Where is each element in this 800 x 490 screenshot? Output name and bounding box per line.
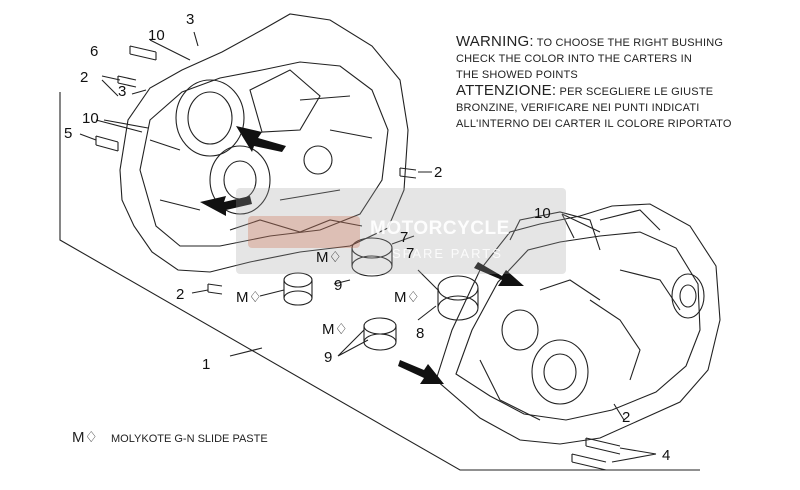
- bushing-7-upper: [351, 237, 393, 277]
- bushing-9-upper: [283, 272, 313, 306]
- warning-line-1: TO CHOOSE THE RIGHT BUSHING: [536, 37, 724, 49]
- bushing-7-lower: [437, 275, 479, 321]
- attenzione-line-3: ALL'INTERNO DEI CARTER IL COLORE RIPORTA…: [456, 118, 732, 130]
- attenzione-line-1: PER SCEGLIERE LE GIUSTE: [559, 86, 714, 98]
- callout-3-top: 3: [186, 11, 195, 28]
- callout-10-left: 10: [82, 110, 99, 127]
- molykote-mark-3: M♢: [394, 289, 420, 306]
- callout-1: 1: [202, 356, 211, 373]
- watermark-logo: [248, 216, 360, 248]
- indicator-arrows: [200, 126, 524, 384]
- bushing-9-lower: [363, 317, 397, 351]
- molykote-mark-1: M♢: [316, 249, 342, 266]
- callout-3-mid: 3: [118, 83, 127, 100]
- left-crankcase-outline: [119, 13, 409, 273]
- stud-4-b: [571, 453, 607, 471]
- attenzione-line-2: BRONZINE, VERIFICARE NEI PUNTI INDICATI: [456, 102, 700, 114]
- right-case-bearing-bore: [531, 339, 589, 405]
- dowel-pin-6: [129, 45, 157, 61]
- assembly-bracket-line: [59, 92, 700, 471]
- callout-2-upper: 2: [80, 69, 89, 86]
- legend-text: MOLYKOTE G-N SLIDE PASTE: [111, 433, 268, 445]
- arrow-2: [200, 196, 252, 216]
- arrow-3: [474, 262, 524, 286]
- warning-note: WARNING: TO CHOOSE THE RIGHT BUSHING CHE…: [456, 34, 786, 132]
- arrow-1: [236, 126, 286, 152]
- callout-9-upper: 9: [334, 277, 343, 294]
- dowel-pin-2-lower: [207, 283, 223, 295]
- callout-10-right: 10: [534, 205, 551, 222]
- warning-line-2: CHECK THE COLOR INTO THE CARTERS IN: [456, 53, 693, 65]
- callout-2-lower: 2: [176, 286, 185, 303]
- callout-4: 4: [662, 447, 671, 464]
- watermark-panel: [236, 188, 566, 274]
- warning-title: WARNING:: [456, 33, 534, 50]
- attenzione-title: ATTENZIONE:: [456, 82, 557, 99]
- watermark-subtitle: SPARE PARTS: [392, 246, 503, 261]
- right-crankcase-outline: [435, 203, 721, 445]
- legend: M♢ MOLYKOTE G-N SLIDE PASTE: [72, 428, 268, 446]
- callout-2-right: 2: [434, 164, 443, 181]
- warning-line-3: THE SHOWED POINTS: [456, 69, 578, 81]
- molykote-symbol: M♢: [72, 429, 98, 446]
- molykote-mark-2: M♢: [236, 289, 262, 306]
- callout-10-top: 10: [148, 27, 165, 44]
- callout-7-lower: 7: [406, 245, 415, 262]
- callout-8: 8: [416, 325, 425, 342]
- callout-6: 6: [90, 43, 99, 60]
- callout-2-bottom: 2: [622, 409, 631, 426]
- arrow-4: [398, 360, 444, 384]
- callout-5: 5: [64, 125, 73, 142]
- dowel-pin-5: [95, 135, 119, 152]
- dowel-pin-2-right: [399, 167, 417, 179]
- callout-9-lower: 9: [324, 349, 333, 366]
- watermark-title: MOTORCYCLE: [370, 218, 510, 239]
- stud-4-a: [585, 437, 621, 455]
- callout-7-upper: 7: [400, 229, 409, 246]
- molykote-mark-4: M♢: [322, 321, 348, 338]
- left-case-bearing-bore: [175, 79, 245, 157]
